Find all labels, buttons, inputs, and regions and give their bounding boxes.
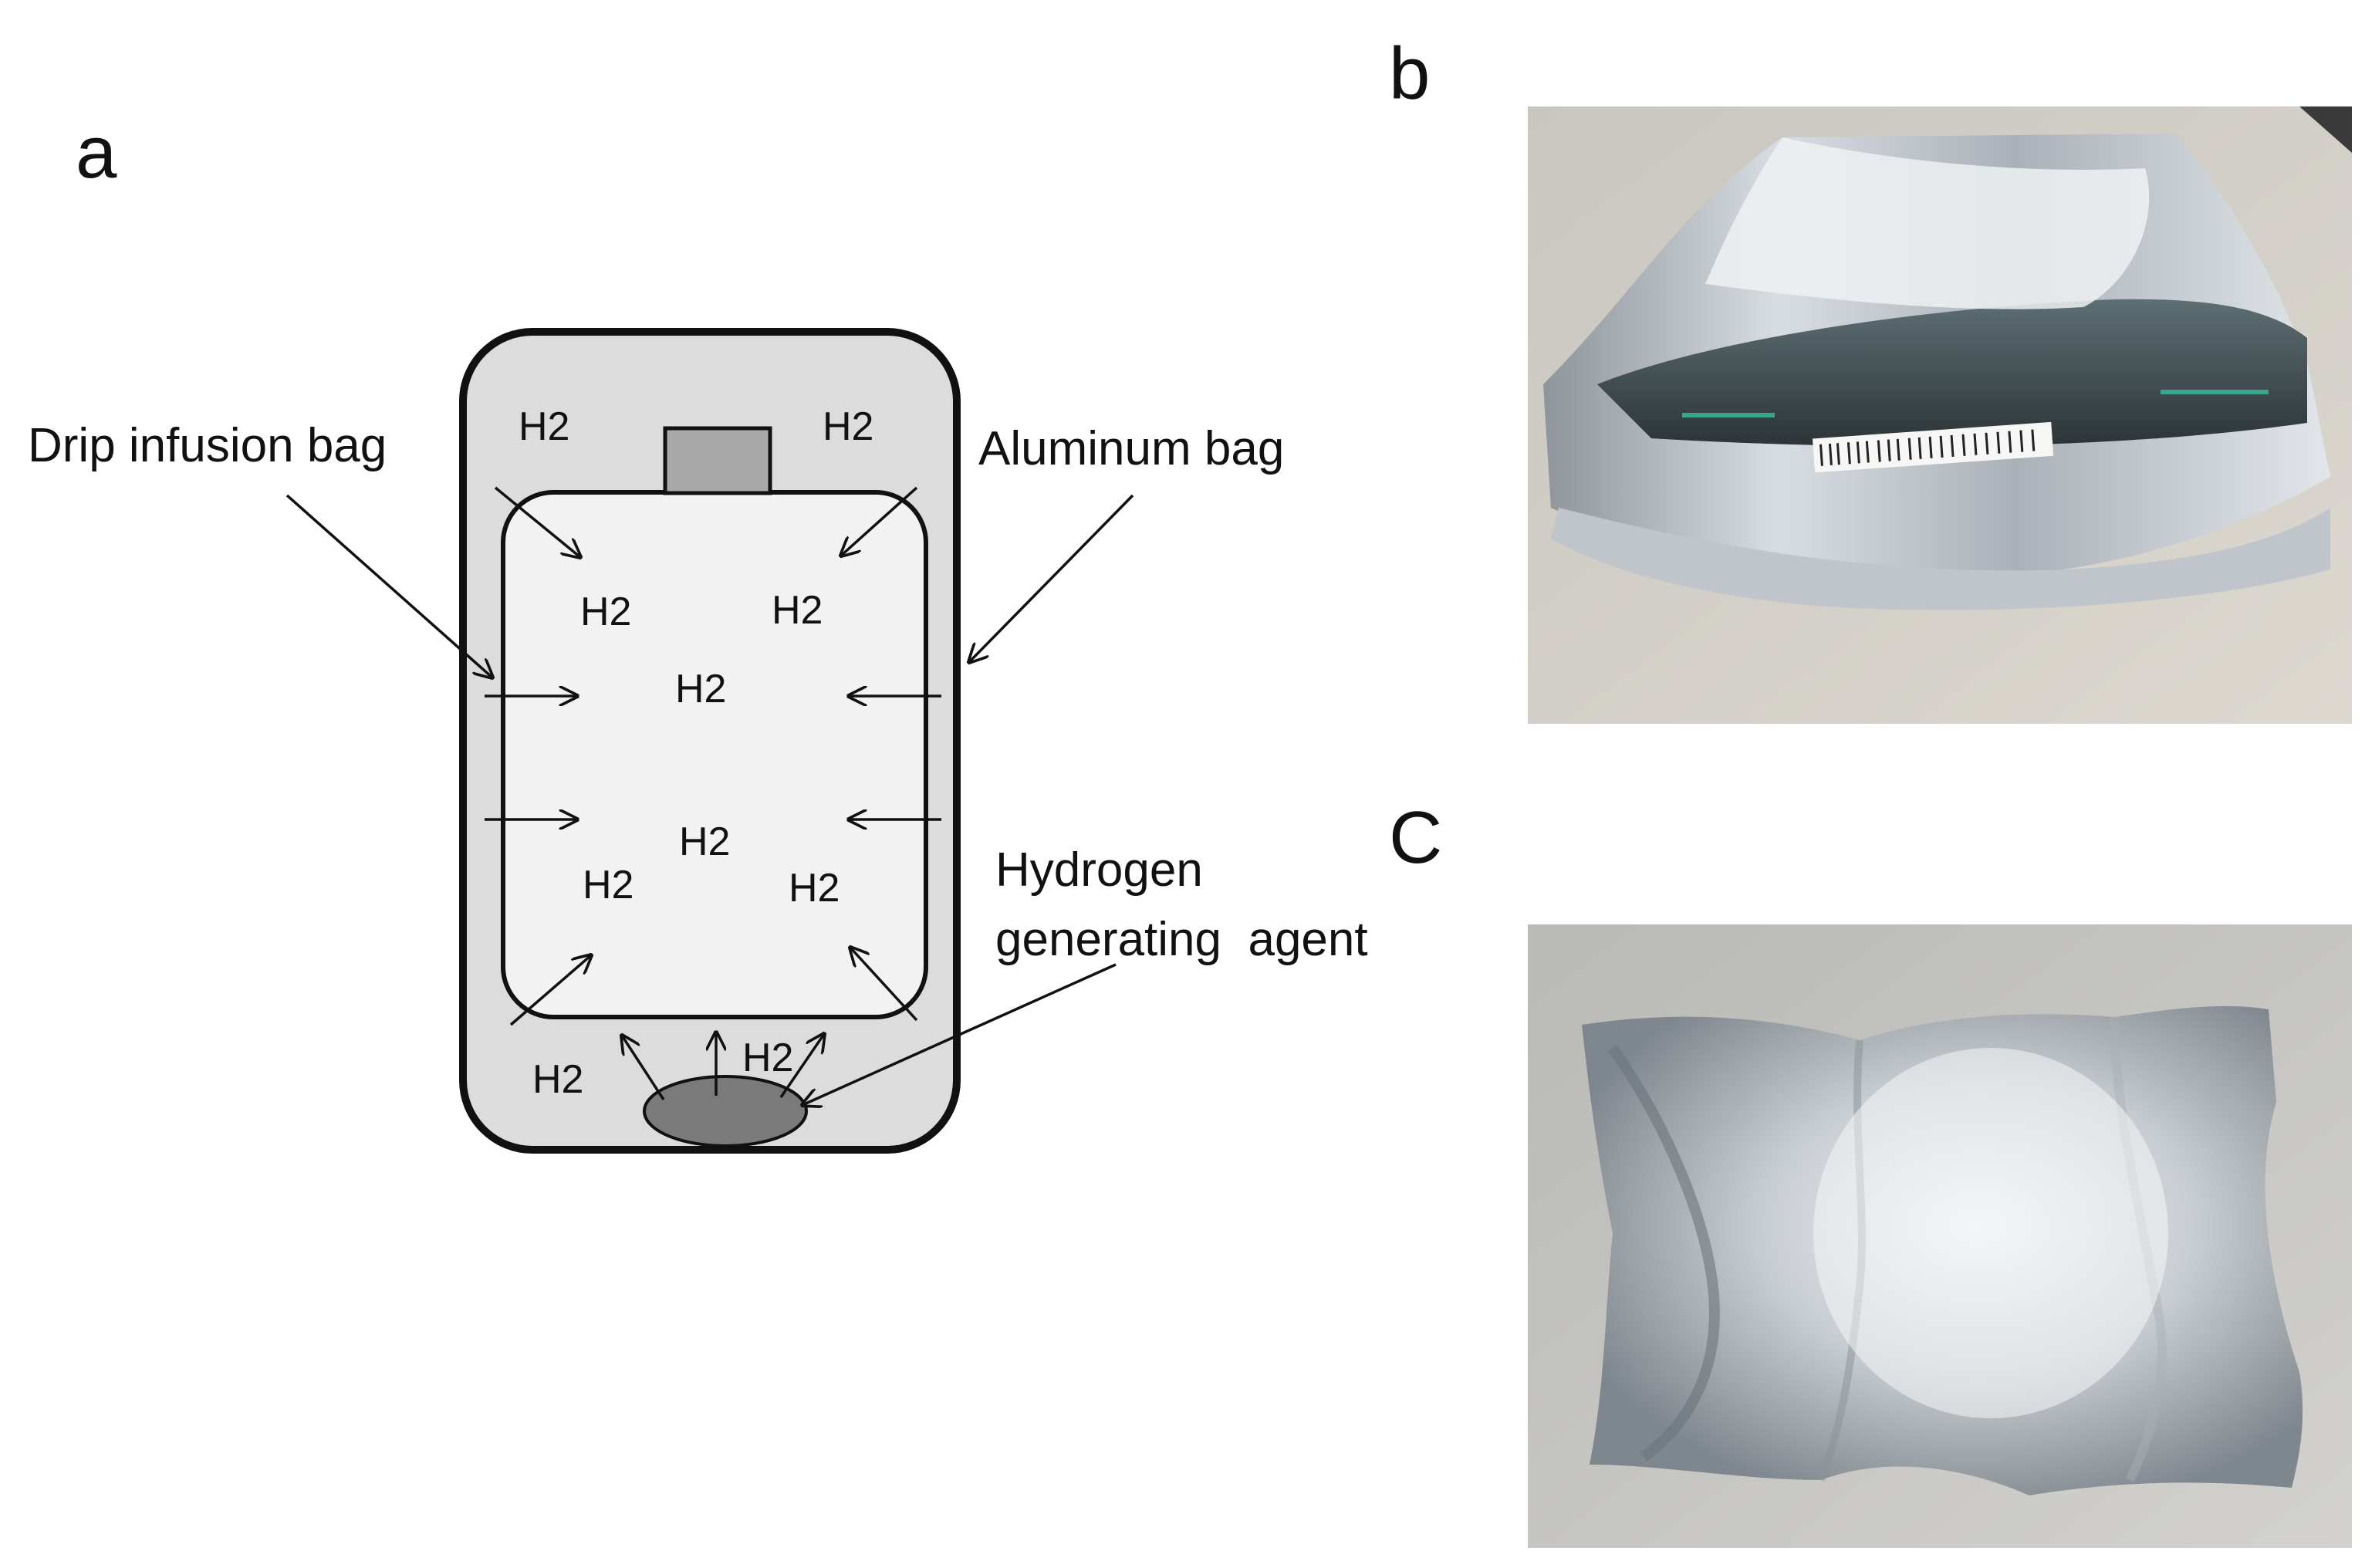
infusion-port	[663, 426, 772, 495]
aluminum-bag-label: Aluminum bag	[978, 422, 1284, 475]
hydrogen-agent-ellipse	[643, 1075, 808, 1147]
panel-label-b: b	[1389, 32, 1431, 115]
h2-label: H2	[679, 819, 730, 864]
h2-label: H2	[583, 863, 633, 907]
h2-label: H2	[675, 667, 726, 711]
h2-label: H2	[772, 588, 823, 633]
aluminum-bag-opened-photo-icon	[1528, 106, 2352, 724]
diffusion-arrow	[509, 955, 591, 1026]
drip-infusion-bag-label: Drip infusion bag	[28, 419, 387, 472]
aluminum-bag-sealed-photo-icon	[1528, 924, 2352, 1548]
h2-label: H2	[580, 590, 631, 634]
h2-label: H2	[519, 404, 569, 449]
agent-emission-arrow	[779, 1034, 824, 1098]
agent-emission-arrow	[622, 1036, 665, 1100]
h2-label: H2	[789, 866, 840, 911]
diffusion-arrow	[850, 948, 918, 1022]
hydrogen-bag-diagram: H2 H2 H2 H2 H2 H2 H2 H2 H2 H2 Drip infus…	[28, 328, 1368, 1154]
diffusion-arrow	[841, 486, 918, 556]
h2-label: H2	[532, 1057, 583, 1102]
h2-label: H2	[742, 1036, 793, 1080]
panel-label-c: C	[1389, 796, 1443, 879]
hydrogen-agent-label-line1: Hydrogen	[995, 843, 1203, 897]
aluminum-bag-pointer-arrow	[969, 494, 1134, 662]
photo-opened-bag	[1528, 106, 2352, 724]
agent-pointer-arrow	[802, 963, 1117, 1105]
hydrogen-agent-label-line2: generating agent	[995, 913, 1368, 966]
photo-sealed-bag	[1528, 924, 2352, 1548]
drip-infusion-bag-outline	[501, 490, 928, 1019]
diffusion-arrow	[494, 486, 580, 557]
panel-label-a: a	[76, 111, 117, 194]
drip-bag-pointer-arrow	[285, 494, 492, 678]
h2-label: H2	[823, 404, 873, 449]
